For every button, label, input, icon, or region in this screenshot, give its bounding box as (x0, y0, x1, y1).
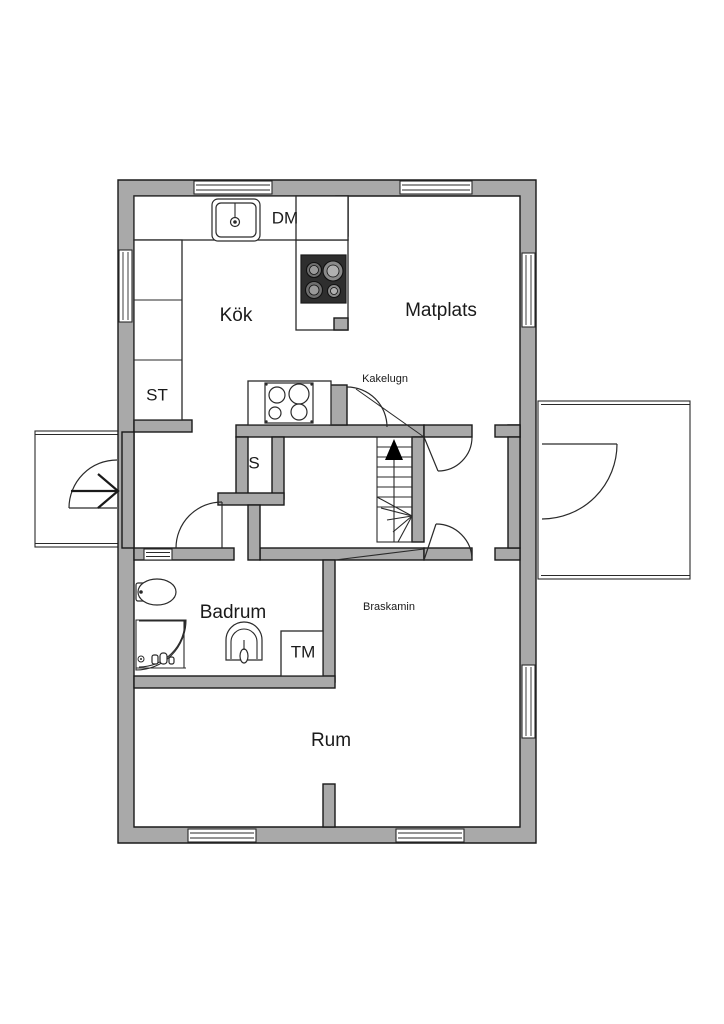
washbasin (225, 621, 263, 664)
room-label-matplats: Matplats (405, 300, 477, 321)
room-label-rum: Rum (311, 730, 351, 751)
window-bottom-left (187, 828, 257, 843)
toilet (135, 578, 177, 606)
door-lower-right (423, 523, 473, 561)
kitchen-sink (211, 198, 261, 242)
leader-lines (334, 388, 425, 561)
windows (118, 180, 536, 843)
room-labels: Kök Matplats Badrum Rum ST S TM Kakelugn… (146, 300, 477, 751)
right-terrace (537, 400, 691, 580)
window-right-rum (521, 664, 536, 739)
window-bottom-right (395, 828, 465, 843)
door-upper-right (423, 436, 473, 472)
room-label-kok: Kök (220, 305, 253, 326)
window-right-dining (521, 252, 536, 328)
room-label-st: ST (146, 385, 168, 404)
appliance-label-dm: DM (272, 208, 298, 227)
window-left-hall (143, 548, 173, 561)
room-label-badrum: Badrum (200, 602, 267, 623)
doors (68, 386, 618, 561)
appliance-label-tm: TM (291, 642, 316, 661)
entrance-arrow (71, 473, 120, 509)
annotation-kakelugn: Kakelugn (362, 373, 408, 385)
window-left-kitchen (118, 249, 133, 323)
bathroom-fixtures (135, 578, 324, 677)
room-label-s: S (248, 453, 259, 472)
exterior-walls (117, 179, 537, 844)
window-top-right (399, 180, 473, 195)
entrance-porch (34, 430, 122, 548)
staircase-up (376, 436, 413, 543)
interior-walls (121, 195, 521, 828)
washing-machine-box (280, 630, 324, 677)
stove-dark (300, 254, 347, 304)
corner-shower (135, 619, 187, 671)
door-entrance (68, 459, 120, 509)
window-top-left (193, 180, 273, 195)
kakelugn-arc (346, 386, 388, 428)
door-terrace (541, 443, 618, 520)
annotation-braskamin: Braskamin (363, 601, 415, 613)
stove-white (247, 380, 332, 426)
door-bathroom (175, 501, 223, 549)
